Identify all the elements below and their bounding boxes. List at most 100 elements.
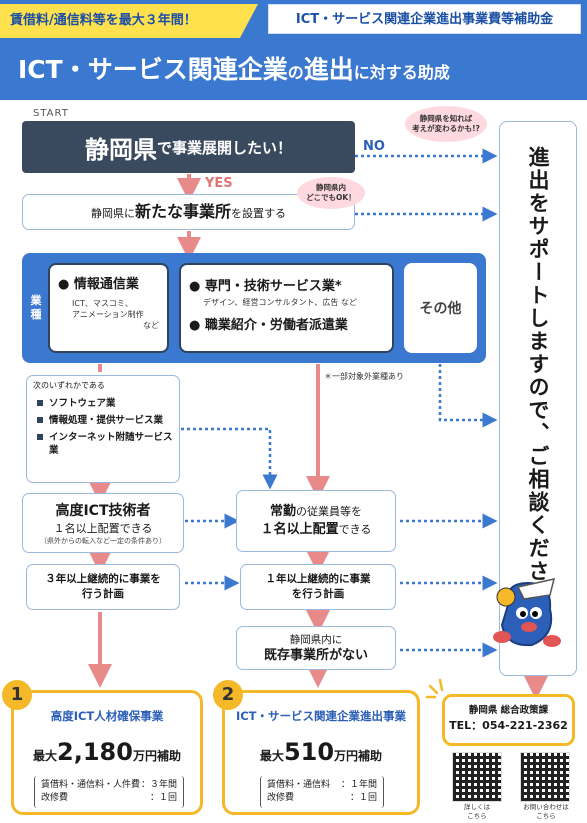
detail-value: ：１回 [149, 793, 177, 803]
qr2-caption-line2: こちら [536, 812, 556, 820]
req2-staff: の従業員等を [296, 505, 362, 518]
question-big: 静岡県 [84, 135, 157, 164]
industry-ict-title-text: 情報通信業 [73, 277, 139, 292]
industry-services-title-text: 専門・技術サービス業 [204, 279, 335, 294]
req2-line2: １名以上配置できる [237, 521, 395, 539]
outcome2-amount: 510 [283, 738, 335, 766]
step2-part2: 新たな事業所 [134, 202, 231, 221]
dotted-other [438, 364, 498, 428]
qr1-caption: 詳しくは こちら [444, 803, 510, 821]
outcome1-max: 最大 [33, 749, 58, 763]
support-text: 進出をサポートしますので、ご相談ください！ [526, 146, 550, 629]
bubble2-line2: どこでもOK！ [306, 193, 356, 202]
contact-tel: TEL：054-221-2362 [449, 719, 568, 732]
bubble1-line2: 考えが変わるかも!? [412, 124, 480, 133]
detail-value: ：１年間 [340, 780, 377, 790]
list-item-text: 情報処理・提供サービス業 [49, 415, 164, 426]
title-part-3: 進出 [303, 55, 354, 84]
no-existing-office: 静岡県内に 既存事業所がない [236, 626, 396, 670]
req2-count: １名以上配置 [260, 522, 339, 537]
list-item: 情報処理・提供サービス業 [33, 414, 173, 427]
industry-box-other: その他 [404, 263, 477, 353]
bullet-square-icon [37, 434, 43, 440]
req2-fulltime: 常勤 [269, 504, 296, 519]
list-item-text: インターネット附随サービス業 [49, 432, 173, 456]
requirement-ict-engineer: 高度ICT技術者 １名以上配置できる （県外からの転入など一定の条件あり） [22, 493, 184, 553]
yes-label: YES [205, 176, 233, 191]
industry-label: 業種 [30, 294, 42, 321]
title-part-2: の [287, 63, 304, 82]
step2-part1: 静岡県に [90, 207, 135, 220]
req1-note: （県外からの転入など一定の条件あり） [40, 537, 166, 545]
industry-ict-sub3: など [143, 321, 159, 330]
support-sidebar: 進出をサポートしますので、ご相談ください！ [499, 121, 577, 676]
speech-bubble-2: 静岡県内 どこでもOK！ [297, 177, 365, 209]
list-item: インターネット附随サービス業 [33, 431, 173, 457]
exist-line1: 静岡県内に [289, 634, 343, 646]
list-item: ソフトウェア業 [33, 397, 173, 410]
plan-1year: １年以上継続的に事業を行う計画 [240, 564, 396, 610]
qr2-caption-line1: お問い合わせは [523, 803, 569, 811]
industry-ict-sub1: ICT、マスコミ、 [72, 299, 133, 308]
dotted-list-to-right [181, 427, 278, 490]
header-tagline: ICT・サービス関連企業進出事業費等補助金 [268, 4, 581, 34]
outcome2-details: 賃借料・通信料：１年間 改修費：１回 [260, 776, 384, 808]
detail-value: ：１回 [349, 793, 377, 803]
industry-box-services: ● 専門・技術サービス業* デザイン、経営コンサルタント、広告 など ● 職業紹… [179, 263, 394, 353]
industry-note: ＊一部対象外業種あり [324, 372, 404, 381]
software-list-box: 次のいずれかである ソフトウェア業 情報処理・提供サービス業 インターネット附随… [26, 375, 180, 483]
title-part-1: ICT・サービス関連企業 [18, 55, 288, 84]
title-part-4: に対する助成 [353, 63, 450, 82]
question-small: で事業展開したい！ [156, 138, 292, 157]
contact-box: 静岡県 総合政策課 TEL：054-221-2362 [442, 694, 575, 746]
qr1-caption-line1: 詳しくは [464, 803, 490, 811]
speech-bubble-1: 静岡県を知れば 考えが変わるかも!? [405, 106, 487, 142]
industry-ict-sub2: アニメーション制作 [72, 310, 144, 319]
detail-label: 改修費 [267, 793, 295, 803]
step2-part3: を設置する [231, 207, 286, 220]
qr2-caption: お問い合わせは こちら [510, 803, 582, 821]
exist-line2: 既存事業所がない [263, 648, 368, 663]
sparkle-icon [425, 678, 444, 699]
industry-services-star: * [334, 279, 342, 294]
detail-label: 改修費 [41, 793, 69, 803]
question-box: 静岡県 で事業展開したい！ [22, 121, 355, 173]
industry-services-sub: デザイン、経営コンサルタント、広告 など [203, 298, 357, 307]
start-label: START [33, 108, 69, 119]
req1-title: 高度ICT技術者 [55, 503, 151, 519]
req2-can: できる [338, 523, 372, 536]
header-ribbon: 賃借料/通信料等を最大３年間！ [0, 4, 258, 38]
outcome1-title: 高度ICT人材確保事業 [50, 709, 164, 723]
bullet-square-icon [37, 400, 43, 406]
industry-services-title: ● 専門・技術サービス業* [189, 279, 342, 294]
detail-label: 賃借料・通信料・人件費 [41, 780, 141, 790]
outcome2-title: ICT・サービス関連企業進出事業 [235, 709, 407, 723]
no-label: NO [363, 139, 385, 154]
contact-dept: 静岡県 総合政策課 [468, 705, 549, 716]
industry-ict-title: ● 情報通信業 [58, 277, 139, 292]
qr-code-details[interactable] [452, 752, 502, 802]
req1-line: １名以上配置できる [53, 522, 153, 535]
qr-code-inquiry[interactable] [520, 752, 570, 802]
qr1-caption-line2: こちら [467, 812, 487, 820]
bubble1-line1: 静岡県を知れば [419, 114, 473, 123]
mascot-illustration [493, 578, 561, 647]
outcome1-unit: 万円補助 [132, 749, 181, 763]
req2-line1: 常勤の従業員等を [237, 503, 395, 521]
industry-staffing-title: ● 職業紹介・労働者派遣業 [189, 318, 348, 333]
outcome-number-1: 1 [2, 680, 32, 710]
detail-value: ：３年間 [140, 780, 177, 790]
outcome1-amount-line: 最大2,180万円補助 [11, 738, 203, 766]
plan-3years: ３年以上継続的に事業を行う計画 [26, 564, 180, 610]
outcome2-unit: 万円補助 [334, 749, 383, 763]
outcome1-details: 賃借料・通信料・人件費：３年間 改修費 ：１回 [34, 776, 184, 808]
outcome2-amount-line: 最大510万円補助 [222, 738, 420, 766]
outcome-number-2: 2 [213, 680, 243, 710]
detail-row: 改修費 ：１回 [41, 792, 177, 805]
industry-staffing-title-text: 職業紹介・労働者派遣業 [204, 318, 348, 333]
industry-box-ict: ● 情報通信業 ICT、マスコミ、 アニメーション制作 など [48, 263, 169, 353]
bullet-square-icon [37, 417, 43, 423]
list-intro: 次のいずれかである [33, 381, 105, 390]
bubble2-line1: 静岡県内 [316, 183, 346, 192]
page-title: ICT・サービス関連企業の進出に対する助成 [18, 48, 578, 92]
